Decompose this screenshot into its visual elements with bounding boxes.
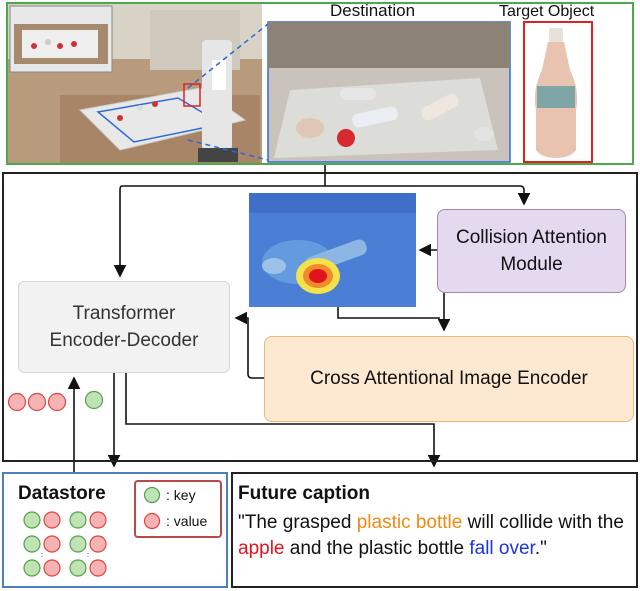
legend-value-circle [143, 512, 161, 530]
overview-inset [9, 5, 113, 73]
zoom-line-bottom [187, 139, 269, 161]
caption-part1: "The grasped [238, 512, 357, 533]
caption-highlight-apple: apple [238, 538, 285, 559]
destination-label: Destination [330, 1, 416, 20]
legend-key-label: : key [166, 487, 196, 503]
cross-attentional-image-encoder: Cross Attentional Image Encoder [264, 336, 634, 422]
caption-part4: ." [534, 538, 547, 559]
collision-line1: Collision Attention [455, 227, 608, 248]
datastore-title: Datastore [18, 483, 106, 504]
caption-part3: and the plastic bottle [284, 538, 470, 559]
datastore-legend [134, 480, 222, 538]
caption-highlight-object: plastic bottle [356, 512, 463, 533]
cross-encoder-label: Cross Attentional Image Encoder [310, 368, 588, 389]
destination-image [267, 21, 511, 163]
caption-highlight-fall: fall over [469, 538, 535, 559]
legend-key-circle [143, 486, 161, 504]
collision-heatmap [249, 193, 416, 307]
caption-text: "The grasped plastic bottle will collide… [238, 510, 633, 562]
collision-line2: Module [500, 254, 563, 275]
datastore-entries [23, 511, 107, 577]
caption-panel [231, 472, 638, 588]
transformer-line2: Encoder-Decoder [49, 330, 199, 351]
legend-value-label: : value [166, 513, 208, 529]
zoom-line-top [187, 23, 269, 89]
caption-title: Future caption [238, 483, 370, 504]
datastore-panel [2, 472, 228, 588]
kv-circles [7, 390, 104, 412]
transformer-line1: Transformer [72, 303, 176, 324]
transformer-encoder-decoder: Transformer Encoder-Decoder [18, 281, 230, 373]
collision-attention-module: Collision Attention Module [437, 209, 626, 293]
flow-arrows [67, 165, 531, 472]
target-object-image [523, 21, 593, 163]
architecture-panel [2, 172, 638, 462]
target-object-label: Target Object [499, 3, 595, 20]
caption-part2: will collide with the [462, 512, 624, 533]
